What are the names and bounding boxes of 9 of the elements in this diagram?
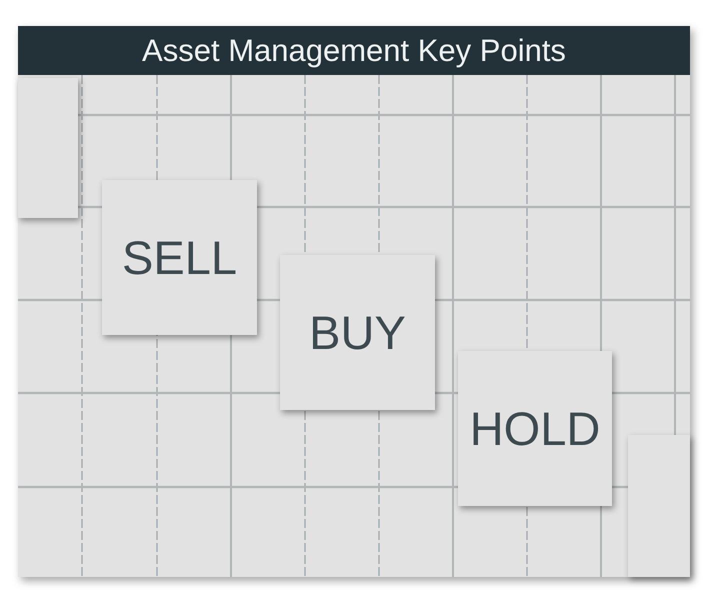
tile-card xyxy=(102,180,257,335)
blank-tile xyxy=(18,78,78,218)
blank-tile xyxy=(628,435,690,577)
tile-label: HOLD xyxy=(470,405,600,452)
tile-label: BUY xyxy=(309,309,406,356)
tile-label: SELL xyxy=(122,234,237,281)
tile-card xyxy=(280,255,435,410)
tile-card xyxy=(458,351,612,506)
title-banner: Asset Management Key Points xyxy=(18,26,690,75)
